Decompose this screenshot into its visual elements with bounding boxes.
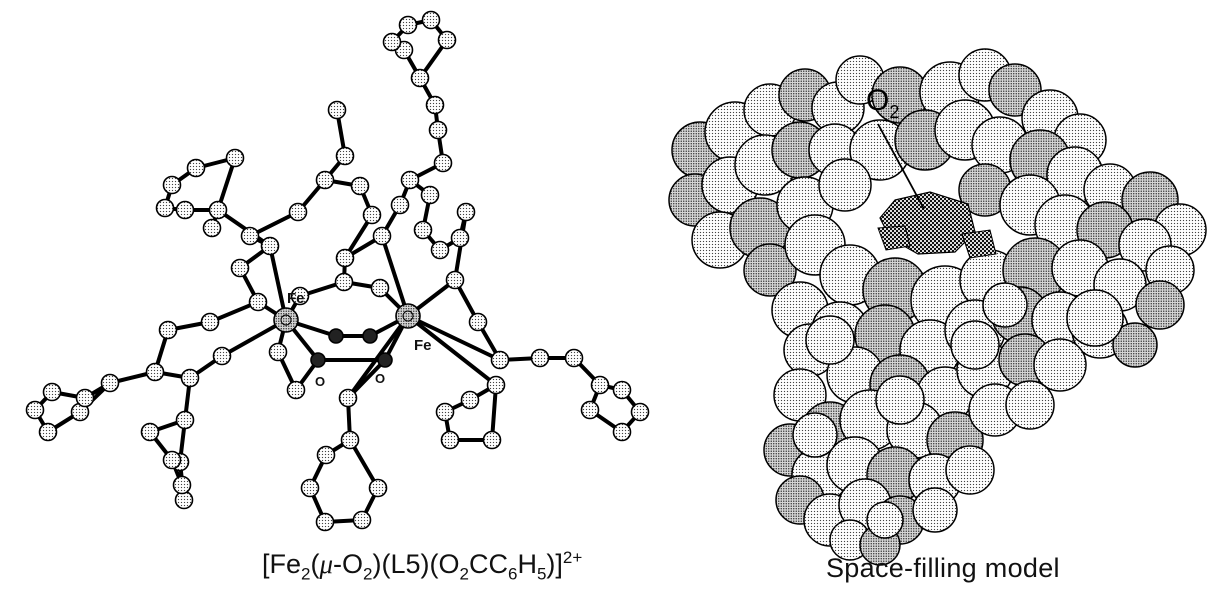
o2-label: O2 (866, 84, 899, 122)
o-right-label: O (375, 371, 385, 386)
atom-labels: Fe Fe O O (287, 290, 432, 389)
structure-caption: [Fe2(μ-O2)(L5)(O2CC6H5)]2+ (262, 548, 583, 584)
space-filling-caption: Space-filling model (826, 553, 1060, 583)
o2-highlight-region (877, 191, 997, 259)
o2-pointer-line (877, 123, 925, 210)
o-left-label: O (315, 374, 325, 389)
fe-left-label: Fe (287, 290, 305, 307)
bond-lines (33, 18, 642, 524)
atom-spheres (25, 10, 650, 532)
fe-right-label: Fe (414, 337, 432, 354)
ball-and-stick-structure: Fe Fe O O (25, 10, 650, 532)
space-filling-spheres (668, 48, 1207, 566)
space-filling-model: O2 (668, 48, 1207, 566)
